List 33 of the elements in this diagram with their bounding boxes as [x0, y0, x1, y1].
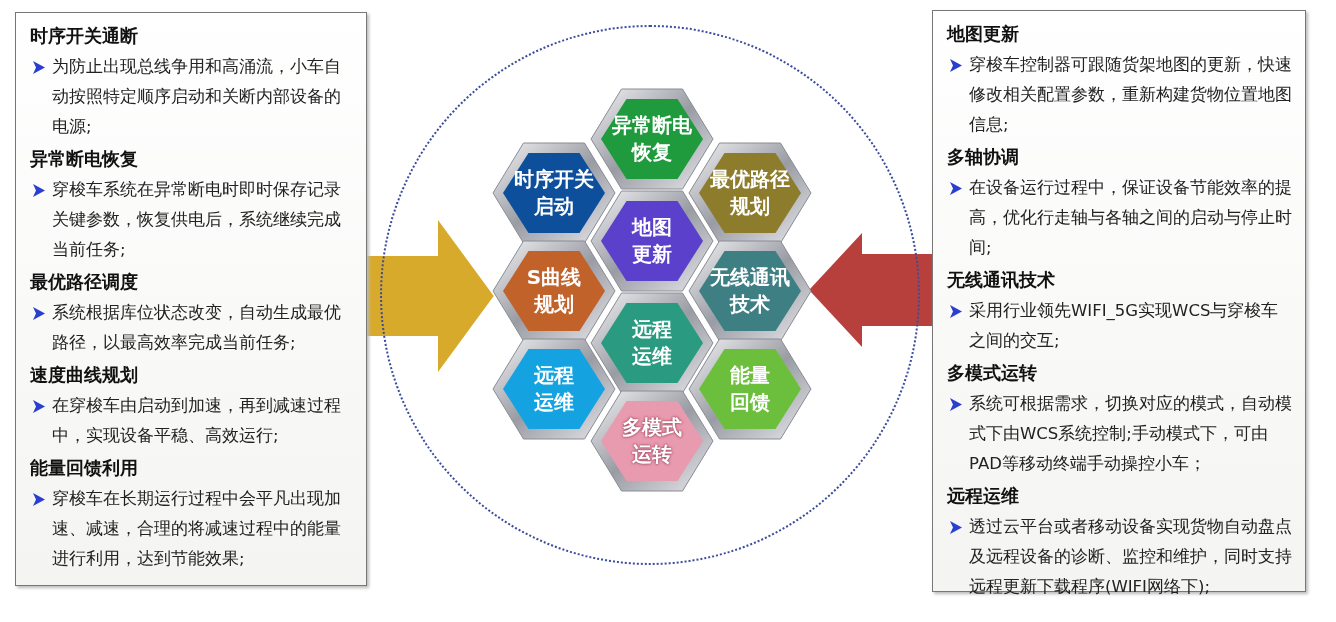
bullet-text: 穿梭车控制器可跟随货架地图的更新，快速修改相关配置参数，重新构建货物位置地图信息; [969, 54, 1293, 136]
hexagon-label: 远程运维 [631, 316, 673, 370]
section-heading: 能量回馈利用 [30, 456, 139, 480]
hexagon-label: S曲线规划 [525, 264, 583, 318]
bullet-text: 穿梭车在长期运行过程中会平凡出现加速、减速，合理的将减速过程中的能量进行利用，达到节能效果; [52, 488, 342, 570]
section-heading: 无线通讯技术 [947, 268, 1056, 292]
bullet-text: 为防止出现总线争用和高涌流，小车自动按照特定顺序启动和关断内部设备的电源; [52, 56, 342, 138]
section-heading: 速度曲线规划 [30, 363, 139, 387]
bullet-text: 在穿梭车由启动到加速，再到减速过程中，实现设备平稳、高效运行; [52, 395, 342, 447]
section-heading: 多轴协调 [947, 145, 1020, 169]
hexagon-label: 多模式运转 [621, 414, 683, 468]
hexagon-label: 远程运维 [533, 362, 575, 416]
section-heading: 地图更新 [947, 22, 1020, 46]
hexagon-label: 地图更新 [630, 214, 673, 268]
hexagon-label: 最优路径规划 [709, 166, 791, 220]
section-heading: 时序开关通断 [30, 24, 139, 48]
block-arrow [367, 220, 494, 372]
hexagon-label: 异常断电恢复 [611, 112, 693, 166]
bullet-text: 在设备运行过程中，保证设备节能效率的提高，优化行走轴与各轴之间的启动与停止时间; [969, 177, 1293, 259]
hexagon-label: 能量回馈 [729, 362, 771, 416]
hexagon-label: 无线通讯技术 [709, 264, 791, 318]
bullet-text: 采用行业领先WIFI_5G实现WCS与穿梭车之间的交互; [969, 300, 1280, 352]
section-heading: 远程运维 [947, 484, 1020, 508]
bullet-text: 透过云平台或者移动设备实现货物自动盘点及远程设备的诊断、监控和维护，同时支持远程更新下载程序(WIFI网络下); [969, 516, 1293, 598]
bullet-text: 穿梭车系统在异常断电时即时保存记录关键参数，恢复供电后，系统继续完成当前任务; [52, 179, 342, 261]
text-panel [15, 12, 367, 586]
section-heading: 最优路径调度 [30, 270, 139, 294]
section-heading: 多模式运转 [947, 361, 1038, 385]
dotted-circle [380, 25, 920, 565]
bullet-text: 系统可根据需求，切换对应的模式，自动模式下由WCS系统控制;手动模式下，可由PAD等移动终端手动操控小车； [969, 393, 1293, 475]
hexagon-label: 时序开关启动 [513, 166, 595, 220]
section-heading: 异常断电恢复 [30, 147, 139, 171]
bullet-text: 系统根据库位状态改变，自动生成最优路径，以最高效率完成当前任务; [52, 302, 342, 354]
